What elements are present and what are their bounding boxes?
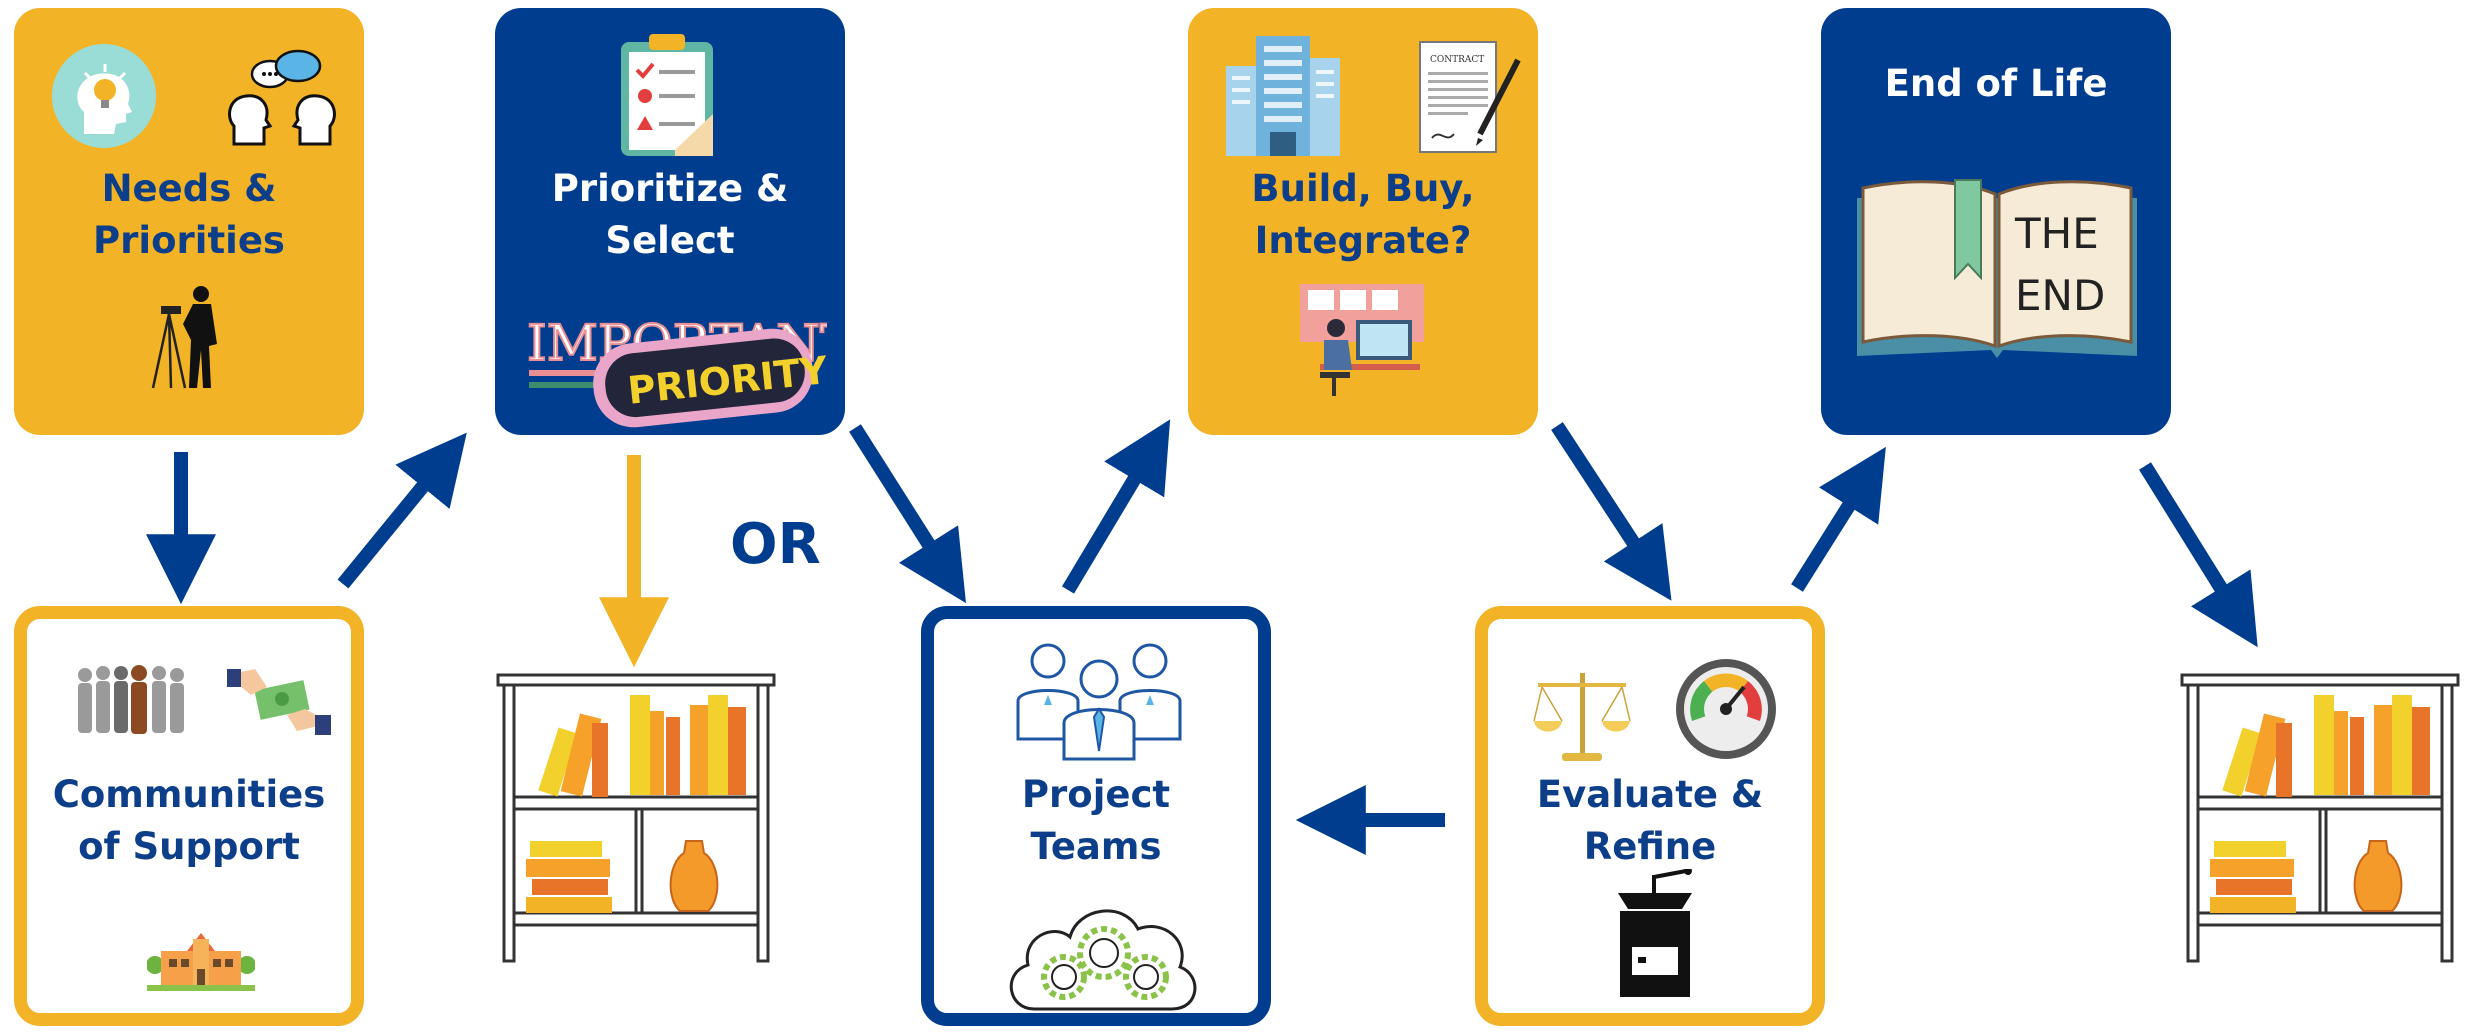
bookshelf-icon-2	[2180, 673, 2460, 963]
crowd-icon	[78, 665, 184, 734]
end-of-life-card: End of Life THE END	[1821, 8, 2171, 435]
arrow-project-to-build	[1061, 419, 1171, 594]
priority-sticker-icon: IMPORTANT! PRIORITY	[526, 313, 827, 428]
gauge-icon	[1676, 659, 1776, 759]
clipboard-checklist-icon	[621, 34, 713, 156]
balance-scale-icon	[1533, 673, 1631, 761]
cloud-gears-icon	[1009, 909, 1197, 1011]
needs-priorities-card: Needs & Priorities	[14, 8, 364, 435]
arrow-communities-to-prioritize	[337, 432, 467, 589]
communities-support-card: Communities of Support	[14, 606, 364, 1026]
coffee-grinder-icon	[1618, 869, 1692, 997]
project-teams-card: Project Teams	[921, 606, 1271, 1026]
office-building-icon	[1226, 36, 1340, 156]
office-worker-icon	[1300, 284, 1424, 396]
school-building-icon	[147, 933, 255, 991]
prioritize-select-card: Prioritize & Select IMPORTANT! PRIORITY	[495, 8, 845, 435]
bookshelf-icon	[496, 673, 776, 963]
prioritize-select-label: Prioritize & Select	[551, 167, 789, 262]
needs-priorities-label: Needs & Priorities	[93, 167, 285, 262]
arrow-build-to-evaluate	[1551, 422, 1672, 601]
arrow-evaluate-to-end	[1791, 446, 1886, 592]
lightbulb-head-icon	[52, 44, 156, 148]
book-text-the: THE	[2014, 209, 2099, 258]
build-buy-integrate-label: Build, Buy, Integrate?	[1251, 167, 1475, 262]
surveyor-icon	[151, 286, 217, 389]
or-label: OR	[730, 512, 821, 577]
arrow-end-to-shelf	[2139, 462, 2258, 648]
arrow-prioritize-to-project	[849, 424, 966, 604]
team-people-icon	[1016, 643, 1182, 761]
open-book-icon: THE END	[1857, 179, 2137, 358]
evaluate-refine-label: Evaluate & Refine	[1536, 773, 1764, 868]
build-buy-integrate-card: CONTRACT Build, Buy, Integrate?	[1188, 8, 1538, 435]
conversation-heads-icon	[228, 49, 336, 146]
communities-support-label: Communities of Support	[52, 773, 326, 868]
contract-heading: CONTRACT	[1430, 55, 1484, 65]
contract-icon: CONTRACT	[1419, 41, 1521, 153]
end-of-life-label: End of Life	[1884, 62, 2108, 105]
project-teams-label: Project Teams	[1021, 773, 1171, 868]
book-text-end: END	[2015, 271, 2105, 320]
evaluate-refine-card: Evaluate & Refine	[1475, 606, 1825, 1026]
money-exchange-icon	[227, 669, 331, 735]
